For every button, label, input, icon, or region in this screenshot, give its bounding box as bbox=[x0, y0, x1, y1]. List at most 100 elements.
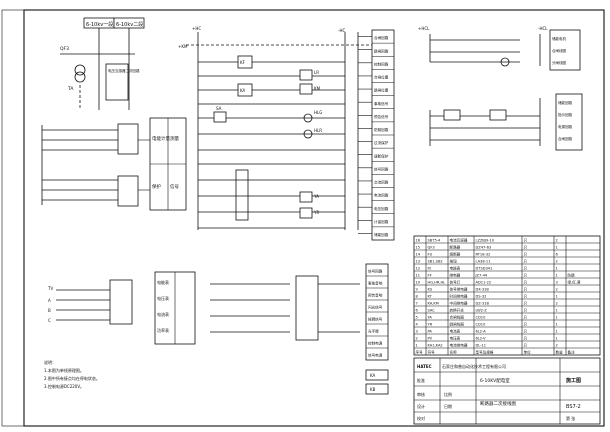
lamp-hlr bbox=[299, 69, 313, 81]
relay-ka bbox=[237, 83, 253, 97]
lower-label-1: 电能表 bbox=[157, 279, 169, 285]
table-cell: 1 bbox=[556, 294, 558, 298]
table-cell: 防跳 bbox=[568, 272, 576, 277]
stamp-boxes: KA KB bbox=[365, 369, 389, 395]
table-cell: 只 bbox=[524, 294, 528, 298]
switch-sa bbox=[213, 111, 227, 123]
note-3: 3.控制电源DC220V。 bbox=[44, 383, 84, 389]
table-cell: 1 bbox=[556, 322, 558, 326]
table-cell: 合闸线圈 bbox=[450, 314, 465, 319]
sa-label: SA bbox=[216, 106, 222, 111]
company-name: 石家庄和普自动化技术工程有限公司 bbox=[442, 363, 506, 369]
stamp-b: KB bbox=[370, 387, 376, 392]
table-cell: 14 bbox=[416, 252, 421, 256]
table-cell: 只 bbox=[524, 329, 528, 333]
function-label: 跳闸位置 bbox=[374, 88, 389, 93]
table-cell: 2 bbox=[416, 336, 418, 340]
title-block: HATEC 石家庄和普自动化技术工程有限公司 6-10KV配电室 断路器二次接线… bbox=[413, 357, 601, 425]
drawing-title: 断路器二次接线图 bbox=[480, 400, 516, 407]
table-cell: 6 bbox=[416, 308, 419, 312]
table-cell: 只 bbox=[524, 301, 528, 305]
hcl-label: +HCL bbox=[418, 26, 430, 31]
table-cell: 16 bbox=[416, 238, 421, 242]
table-cell: 电流互感器 bbox=[450, 237, 468, 242]
table-cell: 2 bbox=[556, 238, 558, 242]
table-cell: DZ-31B bbox=[476, 301, 490, 305]
table-cell: 6L2-V bbox=[476, 336, 487, 340]
right-relay-2 bbox=[489, 109, 507, 121]
approve-label: 批准 bbox=[417, 377, 425, 383]
scale-label: 比例 bbox=[444, 391, 452, 397]
table-cell: 只 bbox=[524, 245, 528, 249]
table-cell: 1 bbox=[556, 336, 558, 340]
table-cell: KA1,KA2 bbox=[428, 343, 443, 347]
table-cell: 只 bbox=[524, 322, 528, 326]
table-cell: 电能表 bbox=[450, 265, 461, 270]
table-cell: 2 bbox=[556, 259, 558, 263]
note-2: 2.图中所有接点均在停电状态。 bbox=[44, 375, 100, 381]
table-cell: KT bbox=[428, 294, 433, 298]
feeder-label-2: 6-10kv二段 bbox=[116, 21, 143, 28]
table-cell: 信号灯 bbox=[450, 279, 461, 284]
stamp-a: KA bbox=[370, 373, 376, 378]
table-cell: 电流表 bbox=[450, 328, 461, 333]
table-cell: RT18-32 bbox=[476, 252, 491, 256]
table-cell: LW2-Z bbox=[476, 308, 488, 312]
right-label-3: 电源回路 bbox=[558, 124, 572, 129]
top-right-box bbox=[549, 29, 581, 71]
table-cell: 1 bbox=[556, 245, 558, 249]
table-cell: 只 bbox=[524, 336, 528, 340]
lower-function-label: 闪光信号 bbox=[368, 304, 383, 309]
table-cell: 15 bbox=[416, 245, 421, 249]
table-cell: SBT5-4 bbox=[428, 238, 442, 242]
table-cell: FF bbox=[428, 273, 432, 277]
right-relay-1 bbox=[443, 109, 461, 121]
port-a: A bbox=[48, 298, 51, 303]
date-label: 日期 bbox=[444, 403, 452, 409]
bus-top-label: +HC bbox=[192, 26, 201, 31]
lower-label-2: 电压表 bbox=[157, 295, 169, 301]
control-circuit: +KM -HC +HC KF LR KA KM SA HLG HLR bbox=[178, 26, 372, 230]
table-cell: DX-31B bbox=[476, 287, 490, 291]
check-label: 校对 bbox=[417, 415, 425, 421]
table-cell: 3 bbox=[416, 329, 418, 333]
review-label: 审核 bbox=[417, 391, 425, 397]
bus-top-right-label: -HC bbox=[338, 28, 345, 33]
table-header: 备注 bbox=[568, 349, 576, 354]
lower-function-label: 预告音响 bbox=[368, 292, 383, 297]
km-label: KM bbox=[314, 86, 321, 91]
table-cell: LA38-11 bbox=[476, 259, 491, 263]
table-cell: 1 bbox=[416, 343, 418, 347]
meter-label-2: 测量 bbox=[170, 135, 179, 142]
table-cell: JZ7-44 bbox=[475, 273, 488, 277]
notes-block: 说明： 1.本图为单线原理图。 2.图中所有接点均在停电状态。 3.控制电源DC… bbox=[44, 359, 100, 389]
table-cell: 时间继电器 bbox=[450, 293, 468, 298]
table-cell: DTSD341 bbox=[476, 266, 493, 270]
function-label: 事故信号 bbox=[374, 101, 389, 106]
company-logo: HATEC bbox=[417, 364, 432, 369]
meter-label-3: 保护 bbox=[152, 183, 161, 190]
lower-label-4: 功率表 bbox=[157, 327, 169, 333]
table-cell: DL-11 bbox=[476, 343, 487, 347]
table-cell: FU bbox=[428, 252, 433, 256]
table-cell: 7 bbox=[416, 301, 418, 305]
table-cell: 只 bbox=[524, 280, 528, 284]
table-cell: 2 bbox=[556, 343, 558, 347]
motor-symbol bbox=[500, 57, 510, 67]
meter-label-1: 电能计量 bbox=[152, 135, 170, 142]
lower-function-label: 事故音响 bbox=[368, 280, 383, 285]
table-cell: 只 bbox=[524, 266, 528, 270]
function-label: 储能回路 bbox=[374, 232, 389, 237]
table-cell: KS bbox=[428, 287, 433, 291]
lower-relay-box bbox=[295, 275, 319, 341]
meter-section: 电能计量 测量 保护 信号 bbox=[41, 117, 187, 211]
function-label: 速断保护 bbox=[374, 153, 389, 158]
